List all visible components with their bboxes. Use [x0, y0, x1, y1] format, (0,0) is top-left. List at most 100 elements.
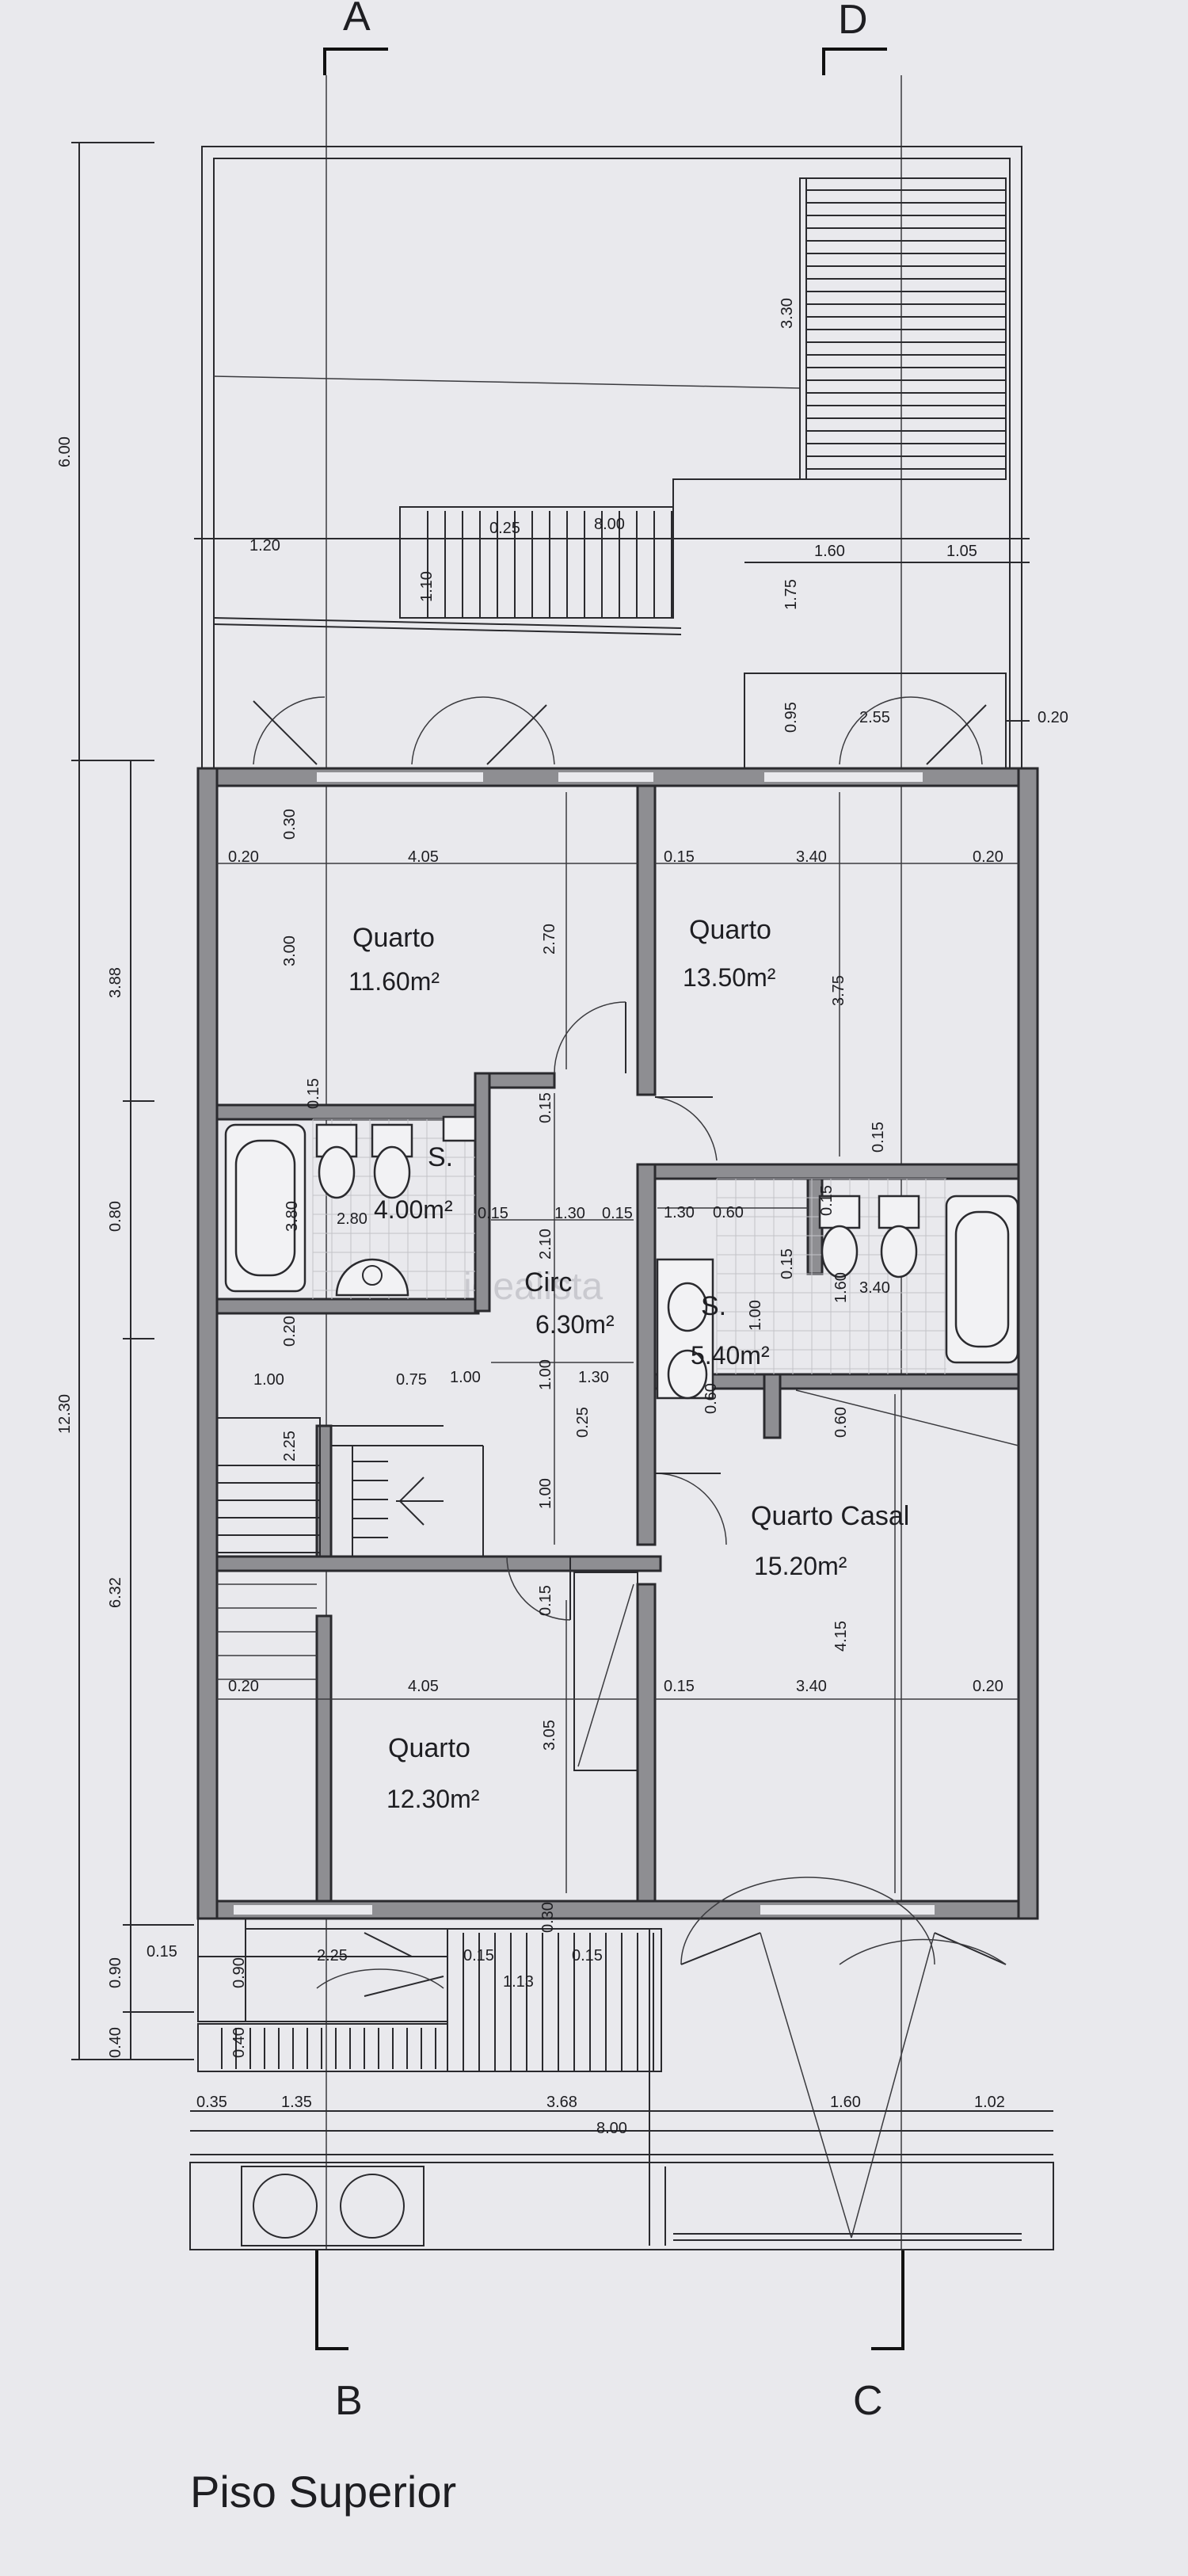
- dim-upper-2-55: 2.55: [859, 709, 890, 726]
- dim-upper-3-30: 3.30: [779, 298, 796, 329]
- dim-roomb-0-20-right: 0.20: [973, 1678, 1003, 1695]
- dim-upper-0-95: 0.95: [782, 702, 800, 733]
- dim-roomb-0-15-v: 0.15: [537, 1585, 554, 1616]
- dim-overall-12-30: 12.30: [56, 1394, 74, 1434]
- dim-bottom-1-35: 1.35: [281, 2094, 312, 2111]
- dim-mid-18: 1.00: [253, 1371, 284, 1389]
- dim-upper-0-20: 0.20: [1038, 709, 1068, 726]
- dim-roomb-4-05: 4.05: [408, 1678, 439, 1695]
- dim-mid-9: 0.60: [713, 1204, 744, 1221]
- room-area-quarto-casal: 15.20m²: [754, 1552, 847, 1580]
- dim-bottom-1-60: 1.60: [830, 2094, 861, 2111]
- outside-stair: [399, 478, 800, 619]
- dim-mid-22: 1.30: [578, 1369, 609, 1386]
- dim-room-4-05: 4.05: [408, 848, 439, 866]
- room-name-circ: Circ: [524, 1267, 572, 1298]
- interior-doors: [506, 1001, 1019, 1771]
- dim-upper-1-75: 1.75: [782, 579, 800, 610]
- dim-mid-4: 0.15: [478, 1205, 508, 1222]
- dim-upper-8-00: 8.00: [594, 516, 625, 533]
- dim-mid-15: 0.15: [779, 1248, 796, 1279]
- dim-room-0-20-right: 0.20: [973, 848, 1003, 866]
- bottom-dimension-lines: [189, 1929, 1054, 2250]
- dim-roomb-3-05: 3.05: [541, 1720, 558, 1751]
- dim-room-0-15: 0.15: [664, 848, 695, 866]
- dim-roomb-3-40: 3.40: [796, 1678, 827, 1695]
- dim-mid-21: 1.00: [537, 1359, 554, 1390]
- dim-bottom-0-90: 0.90: [230, 1957, 248, 1988]
- section-label-c: C: [853, 2378, 883, 2424]
- dim-upper-1-10: 1.10: [418, 571, 436, 602]
- bathroom-fixtures-left: [224, 1115, 477, 1297]
- dim-mid-25: 0.25: [574, 1407, 592, 1438]
- dim-bottom-0-30: 0.30: [539, 1902, 557, 1933]
- room-name-quarto-3: Quarto: [388, 1733, 470, 1763]
- terrace-stair-block: [799, 177, 1007, 480]
- bottom-balcony: [197, 1877, 1007, 2239]
- walls: [196, 767, 1039, 1920]
- dim-mid-0: 0.15: [305, 1078, 322, 1109]
- dim-mid-8: 1.30: [664, 1204, 695, 1221]
- terrace: [201, 146, 1022, 769]
- dim-overall-3-88: 3.88: [107, 967, 124, 998]
- dim-overall-0-40: 0.40: [107, 2027, 124, 2058]
- room-name-quarto-casal: Quarto Casal: [751, 1501, 909, 1531]
- terrace-doors: [253, 696, 987, 765]
- overall-dimension-lines: [71, 142, 194, 2060]
- dim-mid-2: 2.80: [337, 1210, 367, 1228]
- room-area-bath-1: 4.00m²: [374, 1195, 453, 1224]
- dim-mid-6: 1.30: [554, 1205, 585, 1222]
- dim-bottom-0-15-a: 0.15: [463, 1947, 494, 1964]
- dim-mid-26: 1.00: [537, 1478, 554, 1509]
- dim-bottom-2-25: 2.25: [317, 1947, 348, 1964]
- dim-overall-0-80: 0.80: [107, 1201, 124, 1232]
- room-guide-lines: [217, 792, 1019, 1893]
- room-area-quarto-3: 12.30m²: [386, 1785, 480, 1813]
- dim-mid-16: 0.60: [703, 1383, 720, 1414]
- dim-bottom-8-00: 8.00: [596, 2120, 627, 2137]
- dim-bottom-1-13: 1.13: [503, 1973, 534, 1991]
- room-name-quarto-2: Quarto: [689, 915, 771, 945]
- room-name-bath-1: S.: [428, 1142, 453, 1172]
- dim-mid-13: 3.40: [859, 1279, 890, 1297]
- section-label-d: D: [838, 0, 868, 43]
- dim-overall-6-00: 6.00: [56, 436, 74, 467]
- room-area-bath-2: 5.40m²: [691, 1341, 770, 1370]
- dim-mid-10: 0.15: [870, 1122, 887, 1153]
- dim-mid-1: 0.15: [537, 1092, 554, 1123]
- dim-roomb-0-15: 0.15: [664, 1678, 695, 1695]
- dim-mid-11: 0.15: [818, 1185, 836, 1216]
- dim-mid-24: 2.25: [281, 1431, 299, 1461]
- dim-upper-1-60: 1.60: [814, 543, 845, 560]
- dim-upper-0-25: 0.25: [489, 520, 520, 537]
- dim-overall-6-32: 6.32: [107, 1577, 124, 1608]
- dim-upper-1-20: 1.20: [249, 537, 280, 554]
- dim-mid-14: 1.00: [747, 1300, 764, 1331]
- dim-mid-12: 1.60: [832, 1272, 850, 1303]
- dim-room-3-00: 3.00: [281, 936, 299, 966]
- dim-mid-20: 1.00: [450, 1369, 481, 1386]
- dim-room-3-40: 3.40: [796, 848, 827, 866]
- room-name-bath-2: S.: [701, 1291, 726, 1321]
- dim-mid-3: 3.80: [284, 1201, 301, 1232]
- bathroom-fixtures-right: [656, 1195, 1019, 1400]
- dim-mid-19: 0.75: [396, 1371, 427, 1389]
- dim-bottom-0-40: 0.40: [230, 2027, 248, 2058]
- dim-bottom-0-15-left: 0.15: [147, 1943, 177, 1961]
- dim-bottom-3-68: 3.68: [546, 2094, 577, 2111]
- dim-room-2-70: 2.70: [541, 924, 558, 955]
- dim-mid-5: 2.10: [537, 1229, 554, 1259]
- dim-bottom-1-02: 1.02: [974, 2094, 1005, 2111]
- dim-roomb-4-15: 4.15: [832, 1621, 850, 1652]
- dim-roomb-0-20-left: 0.20: [228, 1678, 259, 1695]
- room-area-quarto-2: 13.50m²: [683, 963, 776, 992]
- dim-mid-7: 0.15: [602, 1205, 633, 1222]
- room-area-quarto-1: 11.60m²: [348, 967, 440, 996]
- dim-room-3-75: 3.75: [830, 975, 847, 1006]
- dim-mid-23: 0.60: [832, 1407, 850, 1438]
- section-label-b: B: [335, 2378, 363, 2424]
- dim-bottom-0-35: 0.35: [196, 2094, 227, 2111]
- dim-room-0-20-left: 0.20: [228, 848, 259, 866]
